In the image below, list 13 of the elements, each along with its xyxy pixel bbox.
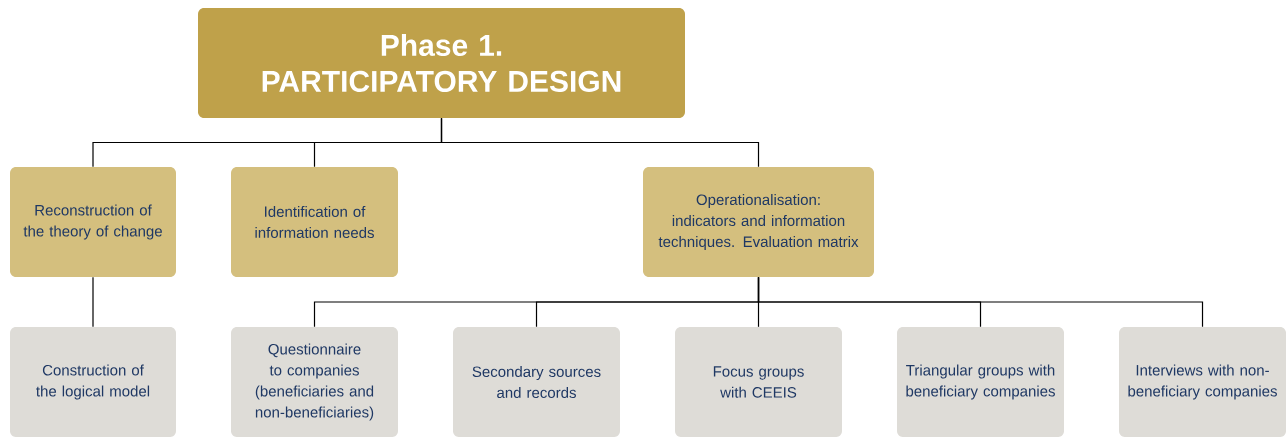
process-box: Interviews with non-beneficiary companies — [1119, 327, 1286, 437]
process-box: Focus groups with CEEIS — [675, 327, 842, 437]
connector — [757, 276, 1204, 328]
connector — [440, 117, 760, 168]
process-box: Triangular groups with beneficiary companies — [897, 327, 1064, 437]
process-box: Reconstruction of the theory of change — [10, 167, 176, 277]
process-box: Construction of the logical model — [10, 327, 176, 437]
process-box: Questionnaire to companies (beneficiaries and non-beneficiaries) — [231, 327, 398, 437]
process-box: Secondary sources and records — [453, 327, 620, 437]
process-box: Identification of information needs — [231, 167, 398, 277]
connector — [92, 276, 94, 328]
title-box: Phase 1. PARTICIPATORY DESIGN — [198, 8, 685, 118]
process-box: Operationalisation: indicators and information techniques. Evaluation matrix — [643, 167, 874, 277]
